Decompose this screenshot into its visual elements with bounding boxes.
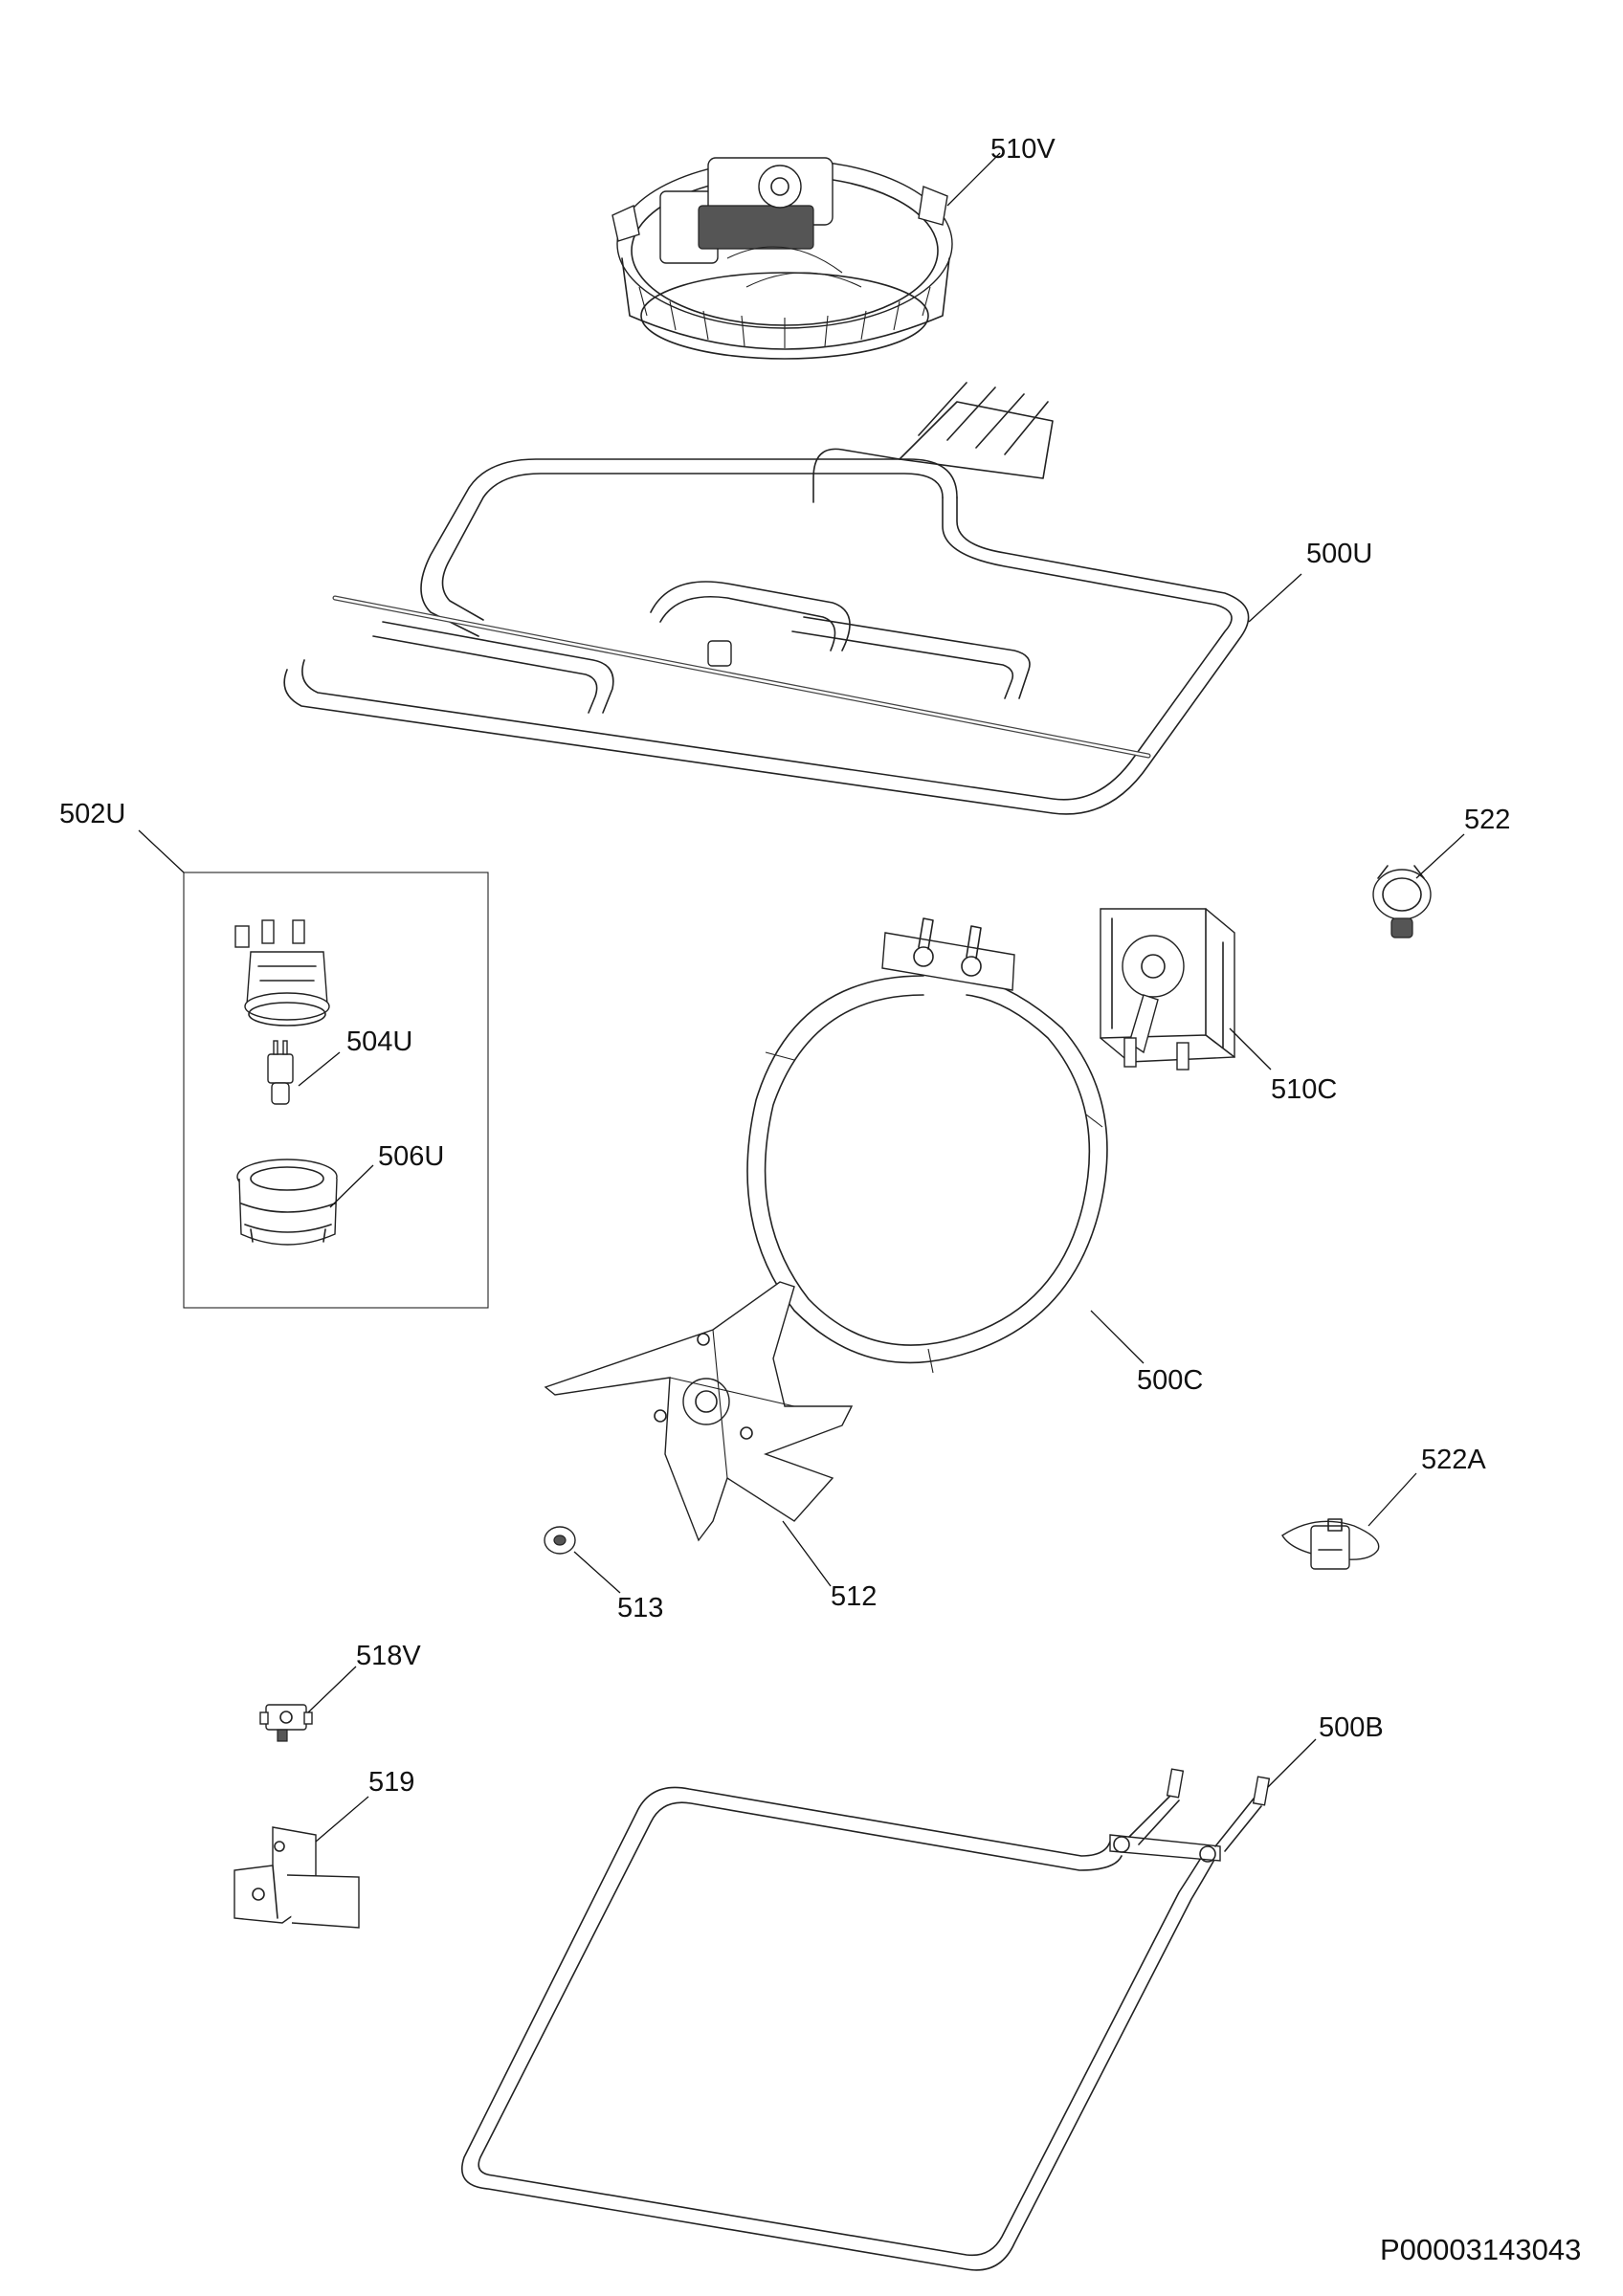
label-510v: 510V [990,134,1056,165]
part-500b-lower-element [461,1768,1271,2271]
label-500u: 500U [1306,539,1372,569]
label-506u: 506U [378,1141,444,1172]
leader-519 [315,1796,369,1843]
leader-500u [1248,573,1302,623]
part-518v-thermostat [259,1704,313,1742]
part-500u-grill-element [283,382,1250,815]
label-510c: 510C [1271,1074,1337,1105]
leader-510v [946,152,1001,207]
leader-500c [1090,1310,1145,1364]
group-box-502u [183,872,489,1309]
leader-510c [1229,1027,1272,1071]
label-502u: 502U [59,799,125,829]
label-500c: 500C [1137,1365,1203,1396]
leader-522 [1415,833,1465,879]
part-506u-lamp-cover [236,1159,338,1246]
leader-500b [1267,1738,1317,1788]
leader-502u [138,829,185,873]
label-519: 519 [368,1767,414,1798]
label-522: 522 [1464,805,1510,835]
part-522-clip [1372,865,1432,938]
part-519-bracket [233,1826,360,1929]
leader-513 [573,1551,621,1594]
part-510v-fan-motor-assembly [611,157,953,360]
label-504u: 504U [346,1027,412,1057]
leader-522a [1367,1472,1417,1527]
part-522a-socket [1281,1518,1380,1570]
leader-506u [329,1164,374,1208]
label-512: 512 [831,1581,877,1612]
part-513-nut [544,1526,576,1555]
part-510c-motor [1100,908,1235,1071]
label-522a: 522A [1421,1445,1486,1475]
label-518v: 518V [356,1641,421,1671]
part-500c-circular-element [746,917,1108,1374]
leader-518v [307,1666,357,1713]
label-513: 513 [617,1593,663,1623]
part-lamp-holder [234,919,330,1027]
label-500b: 500B [1319,1712,1384,1743]
drawing-reference-number: P00003143043 [1380,2233,1581,2266]
leader-504u [298,1051,341,1087]
part-504u-bulb [267,1040,294,1105]
part-512-fan-blade [544,1281,854,1542]
leader-512 [782,1520,832,1587]
